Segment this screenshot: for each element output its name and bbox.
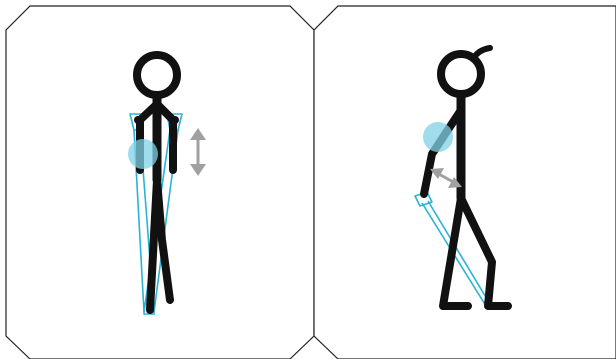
- panel-front-view: [6, 6, 314, 359]
- muscle-highlight: [128, 139, 158, 169]
- panel-side-view: [314, 6, 616, 359]
- muscle-highlight: [423, 122, 453, 152]
